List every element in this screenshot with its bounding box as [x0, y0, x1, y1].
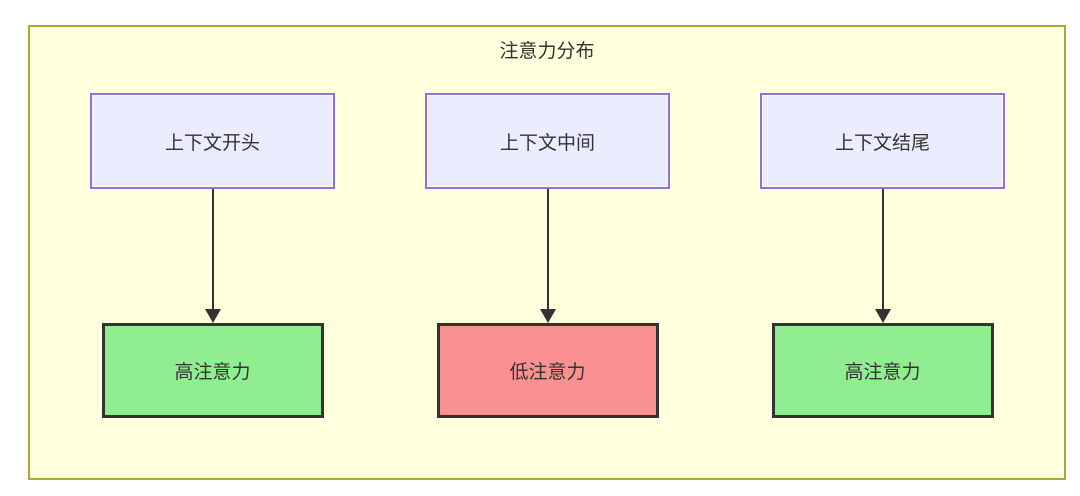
- node-high-attention-right: 高注意力: [771, 323, 994, 418]
- node-context-end: 上下文结尾: [760, 93, 1005, 189]
- arrow-line: [546, 189, 549, 309]
- arrow-context-start: [204, 189, 221, 323]
- node-high-attention-left: 高注意力: [101, 323, 324, 418]
- diagram-title: 注意力分布: [499, 41, 595, 62]
- arrowhead-down-icon: [539, 309, 556, 323]
- arrow-context-middle: [539, 189, 556, 323]
- column-context-start: 上下文开头 高注意力: [90, 93, 335, 418]
- arrowhead-down-icon: [204, 309, 221, 323]
- arrow-context-end: [874, 189, 891, 323]
- column-context-end: 上下文结尾 高注意力: [760, 93, 1005, 418]
- node-context-start: 上下文开头: [90, 93, 335, 189]
- arrowhead-down-icon: [874, 309, 891, 323]
- node-low-attention-middle: 低注意力: [436, 323, 659, 418]
- attention-distribution-diagram: 注意力分布 上下文开头 高注意力 上下文中间 低注意力 上下文结尾 高注: [28, 25, 1066, 480]
- column-context-middle: 上下文中间 低注意力: [425, 93, 670, 418]
- arrow-line: [211, 189, 214, 309]
- node-context-middle: 上下文中间: [425, 93, 670, 189]
- diagram-columns: 上下文开头 高注意力 上下文中间 低注意力 上下文结尾 高注意力: [30, 93, 1064, 418]
- arrow-line: [881, 189, 884, 309]
